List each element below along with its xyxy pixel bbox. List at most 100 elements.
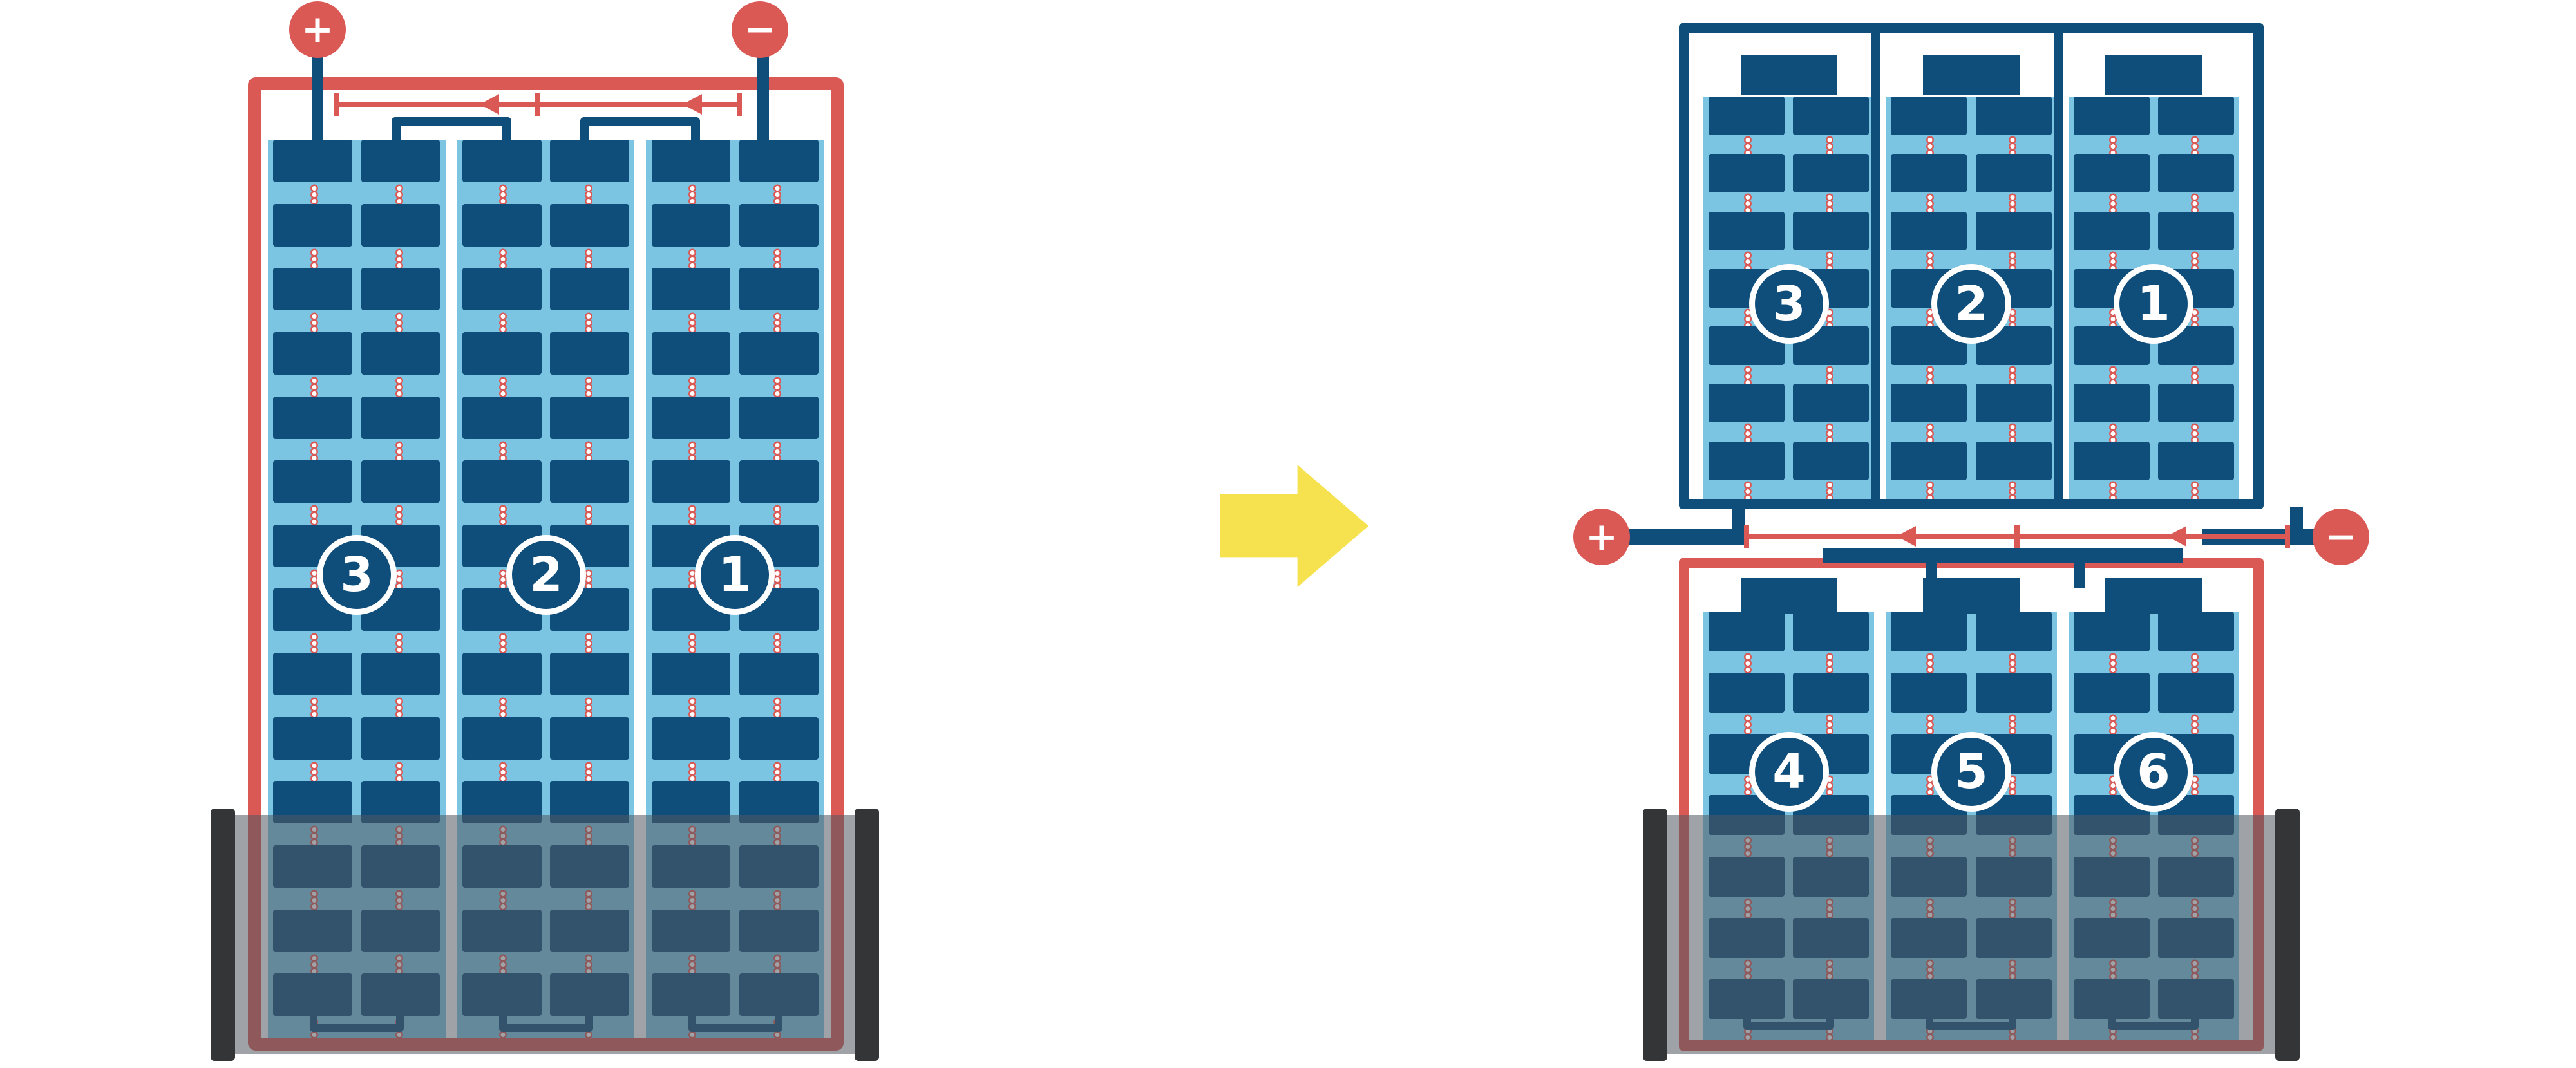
busbar-dot xyxy=(1745,722,1750,727)
busbar-dot xyxy=(775,570,780,576)
string-label: 1 xyxy=(2114,264,2193,344)
busbar-dot xyxy=(690,712,695,717)
busbar-dot xyxy=(586,827,591,832)
half-cell xyxy=(651,460,731,503)
busbar-dots xyxy=(2010,838,2015,856)
busbar-dot xyxy=(1927,668,1933,672)
busbar-dot xyxy=(690,256,695,261)
busbar-dot xyxy=(2192,265,2197,270)
busbar-dot xyxy=(775,699,780,704)
busbar-dot xyxy=(1827,259,1832,264)
busbar-dot xyxy=(397,384,402,389)
busbar-dot xyxy=(2192,208,2197,213)
busbar-dots xyxy=(1927,1022,1933,1040)
busbar-dot xyxy=(2192,722,2197,727)
busbar-dot xyxy=(775,507,780,512)
plus-symbol: + xyxy=(1585,514,1618,559)
busbar-dot xyxy=(2110,380,2116,386)
busbar-dots xyxy=(500,1020,506,1038)
half-cell xyxy=(1708,211,1785,250)
half-cell xyxy=(462,524,542,567)
busbar-dot xyxy=(2010,960,2015,966)
busbar-dot xyxy=(2010,722,2015,727)
busbar-dot xyxy=(1927,777,1933,782)
busbar-dot xyxy=(1827,431,1832,436)
cell-row xyxy=(646,653,824,717)
busbar-dots xyxy=(1927,655,1933,672)
busbar-dot xyxy=(2192,790,2197,795)
busbar-dot xyxy=(397,263,402,268)
busbar-dots xyxy=(397,1020,402,1038)
wire-tick xyxy=(737,93,742,116)
busbar-dot xyxy=(690,520,695,525)
current-arrow-icon xyxy=(480,94,499,115)
busbar-dot xyxy=(2010,425,2015,430)
half-cell xyxy=(1975,979,2052,1019)
busbar-dot xyxy=(775,834,780,839)
cell-row xyxy=(2069,612,2239,673)
busbar-dots xyxy=(1745,838,1750,856)
busbar-dot xyxy=(500,968,506,973)
busbar-dot xyxy=(2192,1028,2197,1033)
busbar-dot xyxy=(500,955,506,960)
busbar-dot xyxy=(1927,912,1933,917)
half-cell xyxy=(1708,154,1785,193)
busbar-dot xyxy=(586,391,591,396)
cell-row xyxy=(268,717,446,782)
negative-post xyxy=(757,37,769,155)
half-cell xyxy=(2157,612,2235,651)
busbar-dot xyxy=(500,391,506,396)
half-cell xyxy=(2073,211,2150,250)
busbar-dot xyxy=(586,635,591,640)
busbar-dot xyxy=(312,648,317,653)
busbar-dot xyxy=(1927,716,1933,721)
busbar-dot xyxy=(312,570,317,576)
busbar-dot xyxy=(312,706,317,711)
busbar-dots xyxy=(2110,195,2116,213)
busbar-dots xyxy=(2192,655,2197,672)
busbar-dots xyxy=(312,378,317,396)
cell-row xyxy=(646,140,824,204)
busbar-dot xyxy=(2010,899,2015,904)
busbar-dot xyxy=(775,250,780,255)
busbar-dot xyxy=(312,378,317,383)
cell-row xyxy=(268,973,446,1038)
half-cell xyxy=(651,396,731,439)
half-cell xyxy=(462,268,542,311)
busbar-dot xyxy=(1745,323,1750,328)
busbar-dot xyxy=(1745,425,1750,430)
half-cell xyxy=(1708,268,1785,308)
busbar-dot xyxy=(397,327,402,332)
busbar-dot xyxy=(1827,790,1832,795)
busbar-dots xyxy=(397,570,402,588)
busbar-dot xyxy=(500,256,506,261)
busbar-dot xyxy=(2010,138,2015,142)
busbar-dot xyxy=(1927,425,1933,430)
busbar-dots xyxy=(500,955,506,973)
cell-row xyxy=(1886,673,2056,734)
busbar-dot xyxy=(1827,368,1832,373)
busbar-dot xyxy=(586,186,591,191)
busbar-dot xyxy=(1745,1028,1750,1033)
busbar-dot xyxy=(1745,265,1750,270)
busbar-dot xyxy=(1927,906,1933,911)
shadow-band xyxy=(1643,815,2300,1054)
busbar-dot xyxy=(397,699,402,704)
busbar-dot xyxy=(690,321,695,326)
busbar-dot xyxy=(1827,967,1832,972)
busbar-dot xyxy=(1745,973,1750,979)
half-cell xyxy=(1891,211,1967,250)
cell-row xyxy=(1703,673,1874,734)
cell-row xyxy=(457,973,635,1038)
half-cell xyxy=(1793,154,1870,193)
busbar-dot xyxy=(775,635,780,640)
busbar-dot xyxy=(1827,722,1832,727)
cell-row xyxy=(457,460,635,525)
busbar-dots xyxy=(690,186,695,203)
busbar-dots xyxy=(1927,716,1933,734)
busbar-dots xyxy=(1745,899,1750,917)
busbar-dot xyxy=(586,712,591,717)
half-cell xyxy=(2157,326,2235,366)
busbar-dot xyxy=(2110,722,2116,727)
busbar-dot xyxy=(500,455,506,460)
